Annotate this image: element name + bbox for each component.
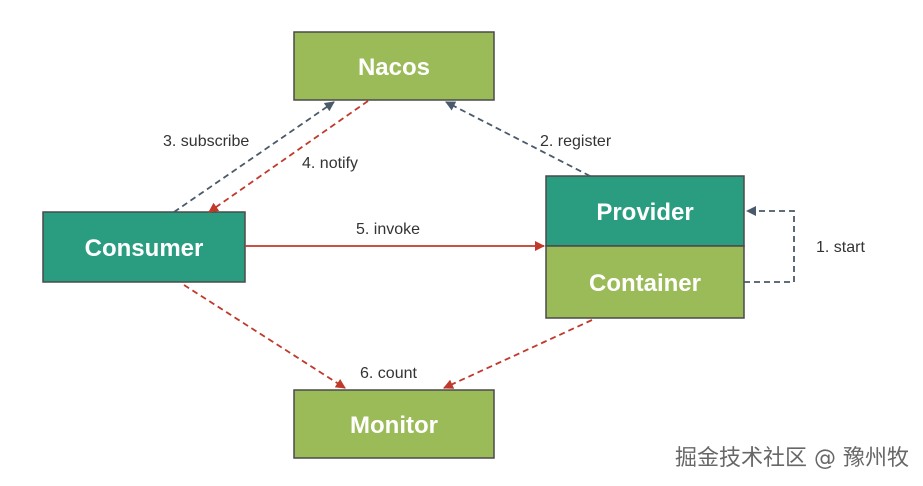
edge-label-notify: 4. notify — [302, 155, 358, 172]
node-nacos-label: Nacos — [358, 54, 430, 81]
node-provider: Provider — [545, 175, 745, 247]
edge-notify — [208, 100, 369, 213]
edge-count-container — [443, 319, 593, 389]
node-monitor: Monitor — [293, 389, 495, 459]
edge-count-consumer — [183, 284, 346, 389]
node-container-label: Container — [589, 270, 701, 297]
edge-label-invoke: 5. invoke — [356, 221, 420, 238]
node-monitor-label: Monitor — [350, 412, 438, 439]
edge-label-start: 1. start — [816, 239, 865, 256]
edge-register — [445, 101, 591, 177]
edge-subscribe — [173, 101, 335, 213]
edge-label-register: 2. register — [540, 133, 612, 150]
edge-label-count: 6. count — [360, 365, 417, 382]
node-consumer: Consumer — [42, 211, 246, 283]
edge-start — [744, 206, 795, 283]
node-container: Container — [545, 245, 745, 319]
watermark-text: 掘金技术社区 @ 豫州牧 — [675, 446, 909, 471]
edge-label-subscribe: 3. subscribe — [163, 133, 249, 150]
node-provider-label: Provider — [596, 199, 693, 226]
node-nacos: Nacos — [293, 31, 495, 101]
node-consumer-label: Consumer — [85, 235, 204, 262]
